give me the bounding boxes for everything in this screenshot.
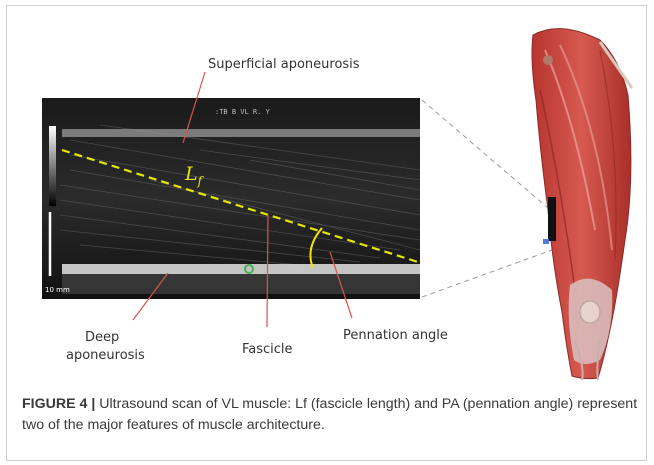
deep-aponeurosis-band [62, 264, 420, 274]
connector-lines [422, 100, 552, 297]
patella [580, 301, 600, 323]
probe-position-marker [548, 197, 556, 241]
scale-label: 10 mm [45, 286, 70, 294]
label-deep-line2: aponeurosis [66, 348, 145, 363]
figure-caption-label: FIGURE 4 | [22, 396, 95, 412]
label-pennation-angle: Pennation angle [343, 328, 448, 343]
superficial-aponeurosis-band [62, 129, 420, 137]
label-fascicle: Fascicle [242, 342, 293, 357]
label-deep-line1: Deep [85, 330, 119, 345]
figure-caption: FIGURE 4 | Ultrasound scan of VL muscle:… [22, 394, 642, 436]
figure-caption-text: Ultrasound scan of VL muscle: Lf (fascic… [22, 396, 637, 433]
ultrasound-image: :TB B VL R. Y 10 mm [42, 98, 420, 299]
scanner-header: :TB B VL R. Y [215, 108, 271, 116]
grayscale-bar [49, 126, 56, 206]
thigh-muscle-illustration [532, 29, 632, 380]
label-superficial-aponeurosis: Superficial aponeurosis [208, 57, 360, 72]
